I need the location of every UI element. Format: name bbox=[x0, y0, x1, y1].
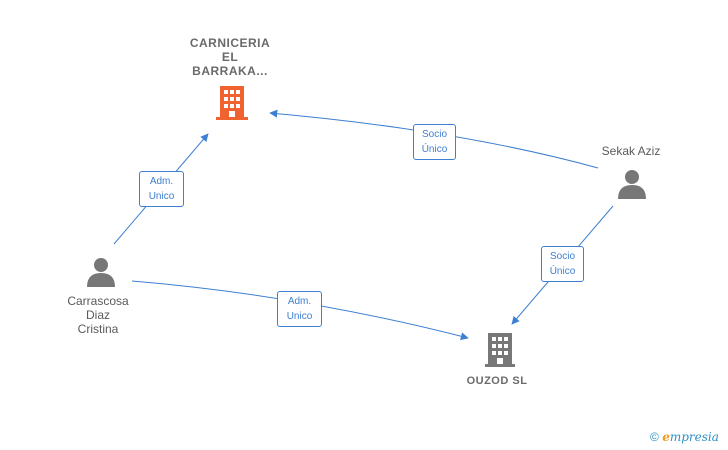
copyright-symbol: © bbox=[650, 430, 659, 444]
building-icon[interactable] bbox=[485, 333, 515, 367]
edge-label-carrascosa-carniceria[interactable]: Adm. Unico bbox=[139, 171, 184, 207]
building-icon[interactable] bbox=[216, 86, 248, 120]
person-icon[interactable] bbox=[86, 257, 116, 287]
node-label-carrascosa: Carrascosa Diaz Cristina bbox=[67, 294, 129, 336]
node-label-ouzod: OUZOD SL bbox=[466, 375, 528, 387]
edge-label-sekak-carniceria[interactable]: Socio Único bbox=[413, 124, 456, 160]
empresia-logo: empresia bbox=[662, 430, 719, 444]
node-label-sekak: Sekak Aziz bbox=[601, 144, 661, 158]
edge-label-sekak-ouzod[interactable]: Socio Único bbox=[541, 246, 584, 282]
brand-footer: © empresia bbox=[650, 430, 719, 444]
node-label-carniceria: CARNICERIA EL BARRAKA... bbox=[189, 36, 271, 78]
person-icon[interactable] bbox=[617, 169, 647, 199]
edge-label-carrascosa-ouzod[interactable]: Adm. Unico bbox=[277, 291, 322, 327]
